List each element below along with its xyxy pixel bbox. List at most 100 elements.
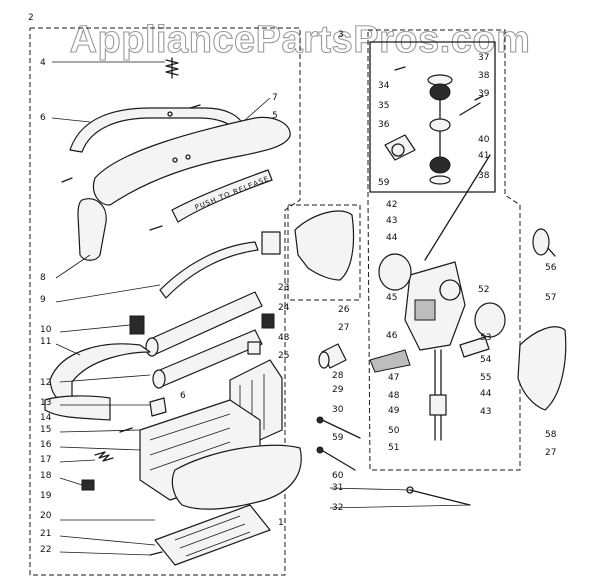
callout-middle-60: 60 [332,471,344,481]
callout-right-27: 27 [545,448,556,458]
right-end-cover-part [517,326,567,411]
fan-disc-part [378,253,412,291]
cover-outline [287,204,361,301]
bottom-plate-part [154,504,271,566]
callout-right-42: 42 [386,200,397,210]
spring-part [165,57,179,79]
callout-inset-35: 35 [378,101,389,111]
callout-inset-59: 59 [378,178,390,188]
gear-assembly [384,66,484,185]
motor-housing-part [404,261,466,351]
callout-right-52: 52 [478,285,489,295]
callout-left-8: 8 [40,273,46,283]
callout-left-25: 25 [278,351,289,361]
callout-left-12: 12 [40,378,51,388]
callout-right-44: 44 [386,233,398,243]
callout-left-5: 5 [272,111,278,121]
callout-left-43: 43 [278,333,289,343]
callout-left-14: 14 [40,413,52,423]
callout-right-46: 46 [386,331,398,341]
cutter-strip-part [159,241,259,299]
callout-left-24: 24 [278,303,290,313]
callout-left-23: 23 [278,283,289,293]
callout-left-6: 6 [40,113,46,123]
roller-lower-part [152,329,263,389]
callout-left-7: 7 [272,93,278,103]
grip-part [44,395,111,421]
release-bar-part: PUSH TO RELEASE [171,169,273,223]
callout-left-21: 21 [40,529,51,539]
callout-inset-41: 41 [478,151,489,161]
callout-left-22: 22 [40,545,51,555]
callout-inset-34: 34 [378,81,390,91]
callout-inset-39: 39 [478,89,490,99]
pin-part [406,486,471,506]
callout-right-48: 48 [388,391,400,401]
callout-middle-26: 26 [338,305,350,315]
leader-lines [51,61,471,556]
callout-inset-38: 38 [478,71,490,81]
roller-upper-part [145,291,263,357]
handle-stamp-text: PUSH TO RELEASE [194,175,271,212]
callout-middle-27: 27 [338,323,349,333]
nut-part [81,479,95,491]
callout-middle-31: 31 [332,483,343,493]
callout-right-47: 47 [388,373,399,383]
shaft-part [429,349,447,441]
callout-middle-29: 29 [332,385,344,395]
callout-left-6: 6 [180,391,186,401]
callout-inset-40: 40 [478,135,490,145]
front-panel-part [171,444,302,510]
callout-left-11: 11 [40,337,51,347]
callout-right-45: 45 [386,293,397,303]
callout-left-18: 18 [40,471,52,481]
lever-part [369,349,411,373]
callout-left-19: 19 [40,491,52,501]
leader-gear-to-motor [424,154,491,261]
callout-right-56: 56 [545,263,557,273]
gear-inset-box [369,41,496,193]
callout-right-49: 49 [388,406,400,416]
callout-left-10: 10 [40,325,52,335]
spring-small-part [94,451,114,462]
clip-part [261,313,275,329]
top-cover-part [92,116,291,206]
callout-left-13: 13 [40,398,51,408]
motor-cover-part [294,210,355,281]
callout-right-43: 43 [480,407,491,417]
callout-left-15: 15 [40,425,51,435]
callout-right-58: 58 [545,430,557,440]
callout-left-20: 20 [40,511,52,521]
left-assembly-outline [29,27,301,576]
washer-part [532,228,550,256]
end-cap-part [77,198,107,261]
bushing-part [247,341,261,355]
callout-corner-2: 2 [28,13,34,23]
callout-right-53: 53 [480,333,491,343]
callout-right-43: 43 [386,216,397,226]
callout-inset-38: 38 [478,171,490,181]
spring-clip-part [149,397,167,417]
callout-middle-59: 59 [332,433,344,443]
callout-left-4: 4 [40,58,46,68]
bolts-middle [316,416,361,471]
callout-middle-30: 30 [332,405,344,415]
knob-part [459,336,490,358]
callout-corner-3: 3 [338,30,344,40]
fan-blade-part [474,302,506,338]
bracket-part [261,231,281,255]
coupling-part [318,343,347,369]
bracket-left-part [129,315,145,335]
callout-right-51: 51 [388,443,399,453]
callout-left-16: 16 [40,440,52,450]
callout-inset-37: 37 [478,53,489,63]
callout-left-17: 17 [40,455,51,465]
callout-inset-36: 36 [378,120,390,130]
callout-right-57: 57 [545,293,556,303]
washer-screw [547,247,556,257]
side-handle-part [49,343,151,403]
callout-middle-32: 32 [332,503,343,513]
